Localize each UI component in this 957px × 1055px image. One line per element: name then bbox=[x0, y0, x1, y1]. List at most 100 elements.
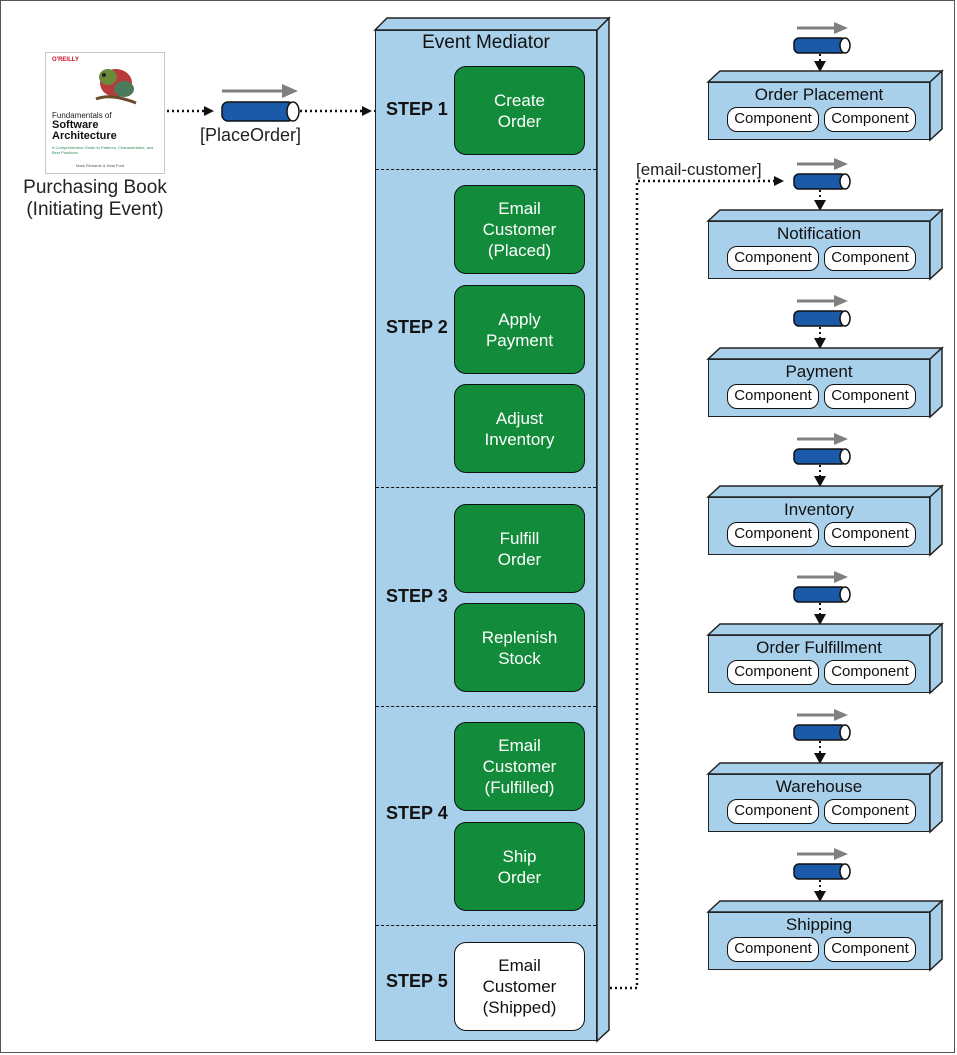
task-label: Ship Order bbox=[497, 846, 542, 887]
component-box[interactable]: Component bbox=[824, 246, 916, 271]
arrow-down-icon bbox=[814, 891, 826, 902]
event-processor-title: Warehouse bbox=[775, 777, 863, 796]
task-label: Email Customer (Shipped) bbox=[482, 956, 557, 1017]
queue-cylinder-icon bbox=[221, 84, 300, 122]
component-box[interactable]: Component bbox=[727, 522, 819, 547]
step-5-label: STEP 5 bbox=[386, 971, 448, 991]
task-label: Fulfill Order bbox=[497, 528, 542, 569]
caption-line-1: Purchasing Book bbox=[23, 177, 167, 198]
task-ship-order[interactable]: Ship Order bbox=[454, 822, 585, 911]
arrow-down-icon bbox=[814, 61, 826, 72]
processor-3d-side bbox=[929, 208, 943, 281]
processor-3d-side bbox=[929, 484, 943, 557]
task-label: Create Order bbox=[493, 90, 546, 131]
processor-3d-top bbox=[706, 900, 944, 913]
task-email-customer-shipped[interactable]: Email Customer (Shipped) bbox=[454, 942, 585, 1031]
book-subtitle: A Comprehensive Guide to Patterns, Chara… bbox=[52, 145, 154, 155]
caption-line-2: (Initiating Event) bbox=[26, 199, 164, 220]
step5-to-notification-line bbox=[590, 176, 784, 990]
event-processor-title: Inventory bbox=[784, 500, 854, 519]
queue-cylinder-icon bbox=[793, 295, 851, 327]
task-apply-payment[interactable]: Apply Payment bbox=[454, 285, 585, 374]
arrow-down-icon bbox=[814, 753, 826, 764]
task-adjust-inventory[interactable]: Adjust Inventory bbox=[454, 384, 585, 473]
processor-3d-top bbox=[706, 623, 944, 636]
component-box[interactable]: Component bbox=[727, 660, 819, 685]
book-title-line-1: Fundamentals of bbox=[52, 111, 112, 120]
step-4-label: STEP 4 bbox=[386, 803, 448, 823]
bird-illustration-icon bbox=[95, 69, 137, 105]
step-3-label: STEP 3 bbox=[386, 586, 448, 606]
queue-cylinder-icon bbox=[793, 709, 851, 741]
component-box[interactable]: Component bbox=[727, 384, 819, 409]
arrow-down-icon bbox=[814, 476, 826, 487]
task-label: Adjust Inventory bbox=[484, 408, 555, 449]
step-2-label: STEP 2 bbox=[386, 317, 448, 337]
step-divider bbox=[376, 487, 596, 488]
book-title-line-2: Software bbox=[52, 119, 99, 131]
event-processor-title: Notification bbox=[776, 224, 862, 243]
place-order-queue-label: [PlaceOrder] bbox=[200, 125, 302, 145]
task-replenish-stock[interactable]: Replenish Stock bbox=[454, 603, 585, 692]
arrow-down-icon bbox=[814, 338, 826, 349]
component-box[interactable]: Component bbox=[824, 522, 916, 547]
arrow-down-icon bbox=[814, 200, 826, 211]
component-box[interactable]: Component bbox=[727, 799, 819, 824]
book-publisher: O'REILLY bbox=[52, 57, 79, 63]
queue-cylinder-icon bbox=[793, 433, 851, 465]
book-title-main: Software Architecture bbox=[52, 120, 117, 142]
task-label: Replenish Stock bbox=[481, 627, 558, 668]
processor-3d-top bbox=[706, 347, 944, 360]
book-title-line-3: Architecture bbox=[52, 130, 117, 142]
event-mediator-title: Event Mediator bbox=[422, 32, 550, 53]
task-label: Apply Payment bbox=[485, 309, 554, 350]
component-box[interactable]: Component bbox=[824, 937, 916, 962]
book-cover-icon: O'REILLY Fundamentals of Software Archit… bbox=[45, 52, 165, 174]
task-create-order[interactable]: Create Order bbox=[454, 66, 585, 155]
arrow-down-icon bbox=[814, 614, 826, 625]
component-box[interactable]: Component bbox=[824, 660, 916, 685]
task-email-customer-placed[interactable]: Email Customer (Placed) bbox=[454, 185, 585, 274]
step-divider bbox=[376, 169, 596, 170]
queue-cylinder-icon bbox=[793, 158, 851, 190]
queue-cylinder-icon bbox=[793, 22, 851, 54]
component-box[interactable]: Component bbox=[727, 107, 819, 132]
component-box[interactable]: Component bbox=[727, 937, 819, 962]
component-box[interactable]: Component bbox=[824, 799, 916, 824]
event-processor-title: Order Placement bbox=[754, 85, 884, 104]
queue-cylinder-icon bbox=[793, 571, 851, 603]
processor-3d-top bbox=[706, 209, 944, 222]
task-fulfill-order[interactable]: Fulfill Order bbox=[454, 504, 585, 593]
queue-cylinder-icon bbox=[793, 848, 851, 880]
email-customer-channel-label: [email-customer] bbox=[636, 160, 762, 179]
task-email-customer-fulfilled[interactable]: Email Customer (Fulfilled) bbox=[454, 722, 585, 811]
processor-3d-side bbox=[929, 622, 943, 695]
book-authors: Mark Richards & Neal Ford bbox=[76, 163, 125, 168]
component-box[interactable]: Component bbox=[824, 384, 916, 409]
processor-3d-side bbox=[929, 69, 943, 142]
task-label: Email Customer (Fulfilled) bbox=[482, 736, 557, 797]
processor-3d-top bbox=[706, 70, 944, 83]
processor-3d-top bbox=[706, 485, 944, 498]
step-1-label: STEP 1 bbox=[386, 99, 448, 119]
task-label: Email Customer (Placed) bbox=[482, 199, 557, 260]
component-box[interactable]: Component bbox=[824, 107, 916, 132]
event-processor-title: Order Fulfillment bbox=[756, 638, 882, 657]
event-processor-title: Shipping bbox=[785, 915, 853, 934]
initiating-event-caption: Purchasing Book (Initiating Event) bbox=[10, 177, 180, 221]
event-processor-title: Payment bbox=[785, 362, 853, 381]
step-divider bbox=[376, 925, 596, 926]
step-divider bbox=[376, 706, 596, 707]
processor-3d-top bbox=[706, 762, 944, 775]
component-box[interactable]: Component bbox=[727, 246, 819, 271]
processor-3d-side bbox=[929, 899, 943, 972]
processor-3d-side bbox=[929, 761, 943, 834]
